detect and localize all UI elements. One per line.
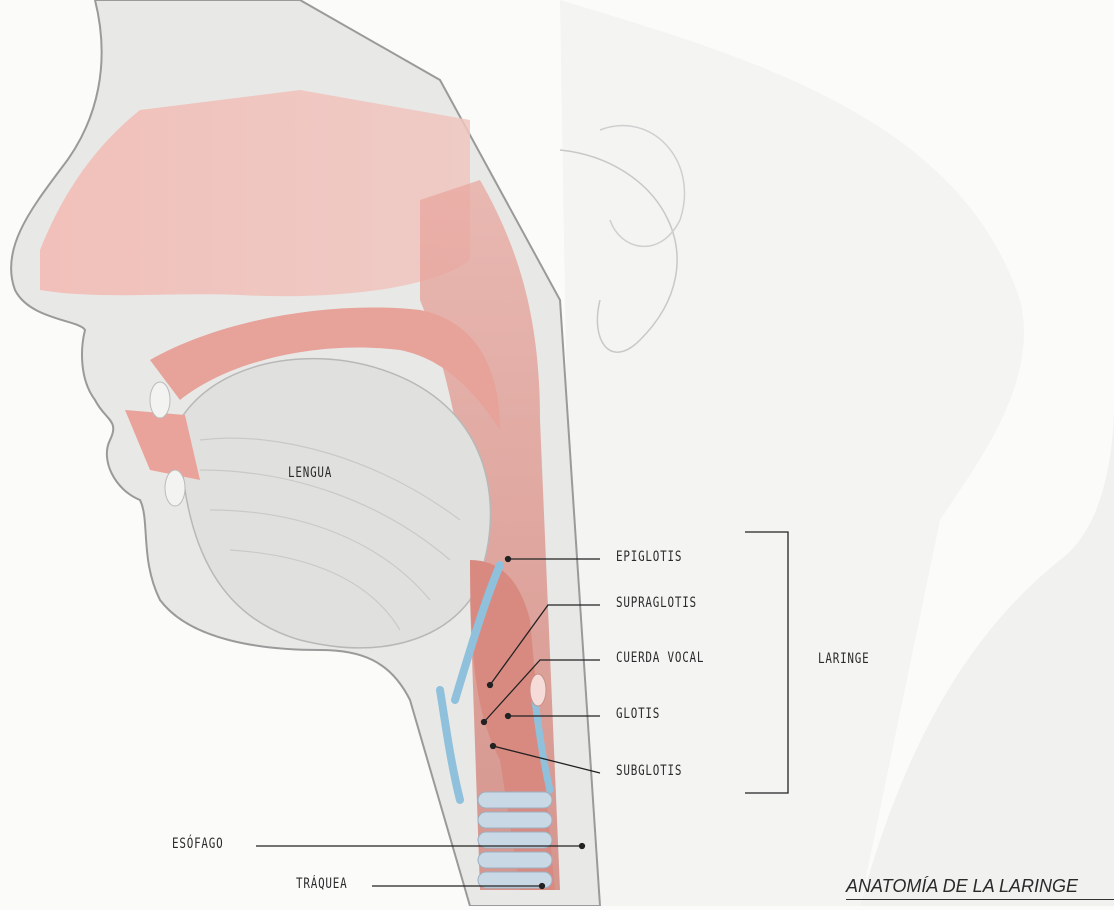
cricoid xyxy=(530,674,546,706)
label-esophagus: ESÓFAGO xyxy=(172,836,223,852)
label-epiglottis: EPIGLOTIS xyxy=(616,549,682,565)
lower-tooth xyxy=(165,470,185,506)
label-larynx: LARINGE xyxy=(818,651,869,667)
trachea-rings xyxy=(478,792,552,888)
label-trachea: TRÁQUEA xyxy=(296,876,347,892)
label-supraglottis: SUPRAGLOTIS xyxy=(616,595,697,611)
diagram-title: ANATOMÍA DE LA LARINGE xyxy=(846,876,1078,897)
label-subglottis: SUBGLOTIS xyxy=(616,763,682,779)
label-vocal-cord: CUERDA VOCAL xyxy=(616,650,704,666)
upper-tooth xyxy=(150,382,170,418)
label-glottis: GLOTIS xyxy=(616,706,660,722)
label-tongue: LENGUA xyxy=(288,465,332,481)
title-underline xyxy=(846,899,1114,900)
